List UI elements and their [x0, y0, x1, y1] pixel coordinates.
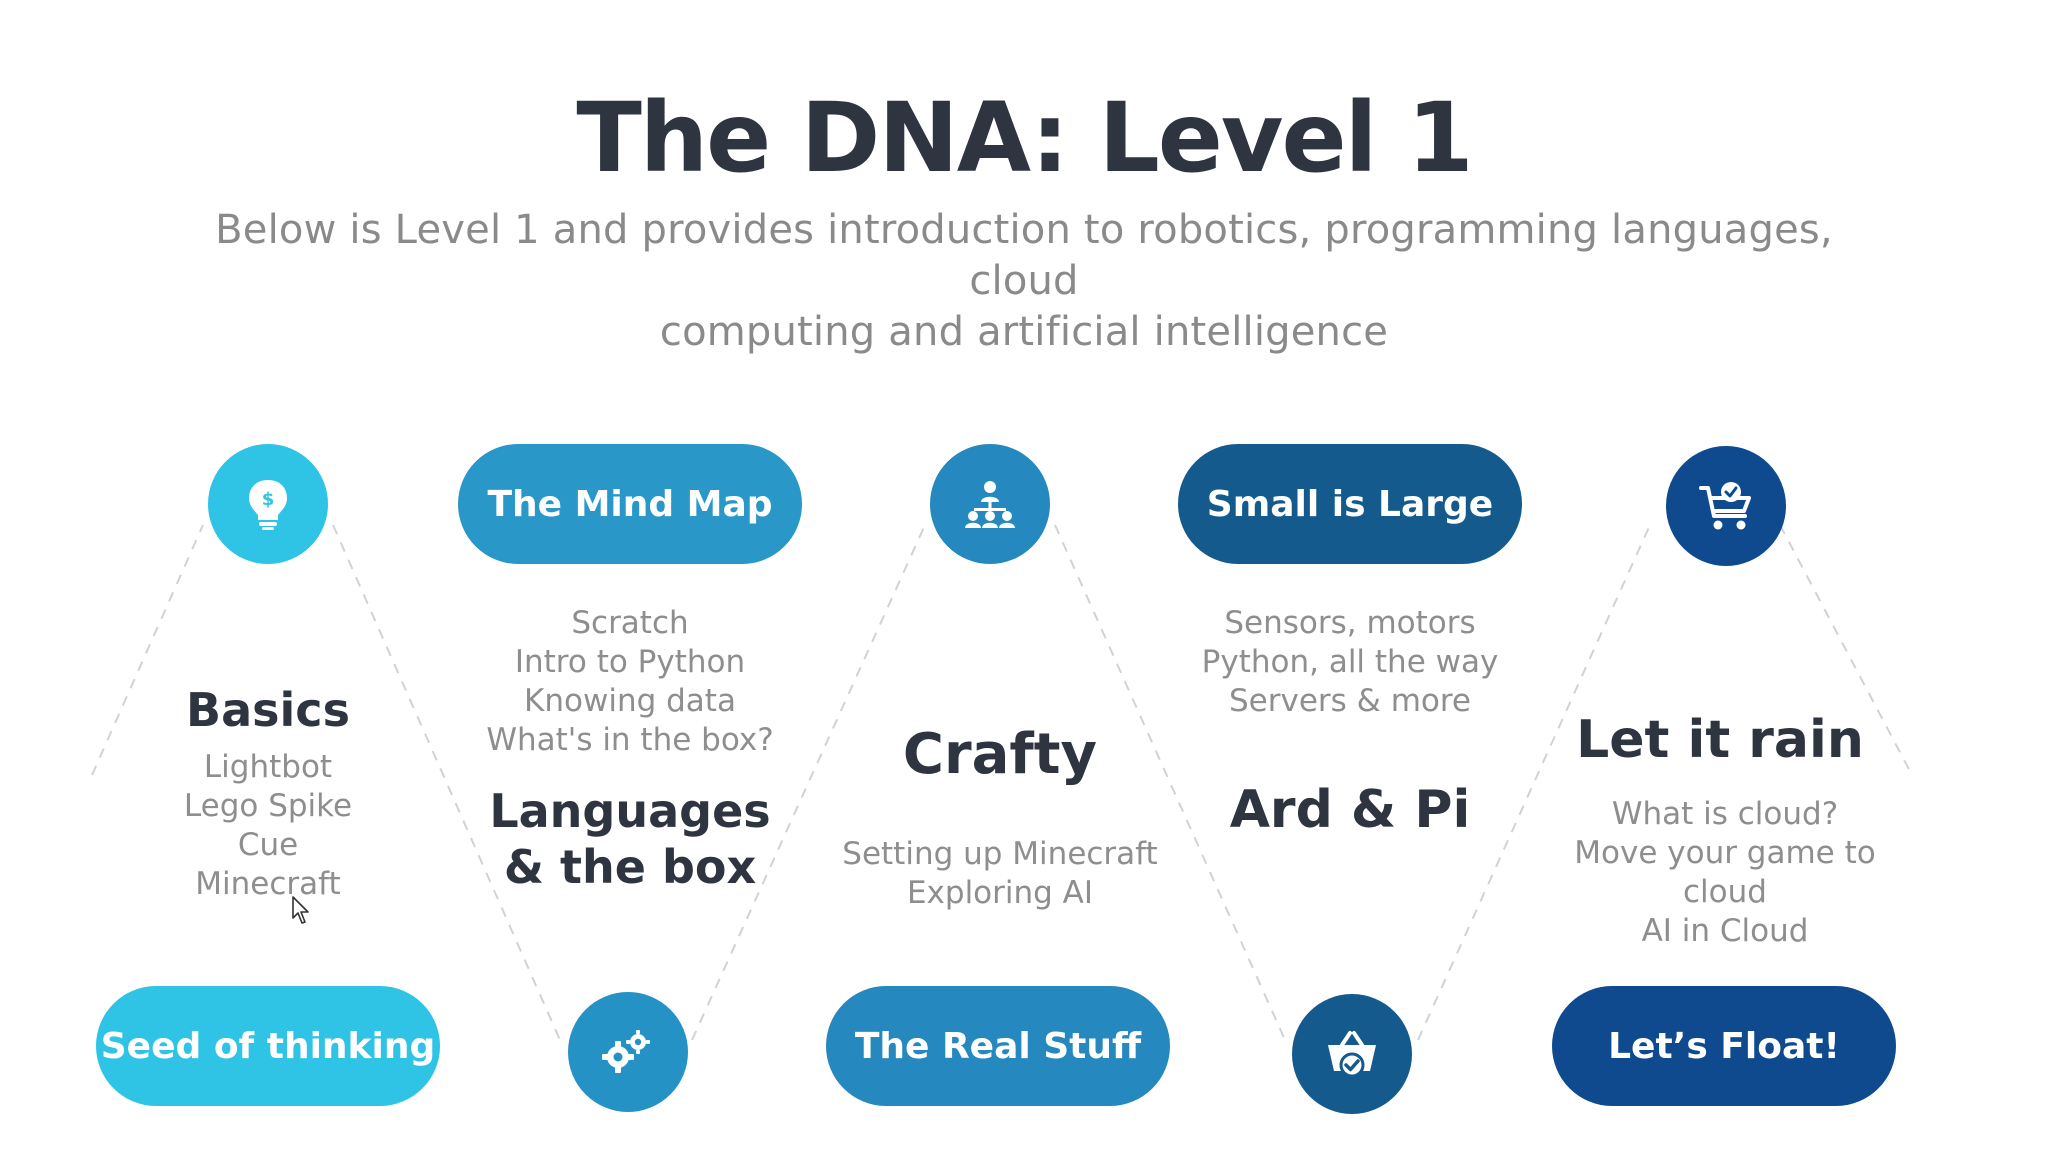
cart-check-icon	[1699, 482, 1751, 530]
list-item: Cue	[237, 827, 299, 863]
list-item: Knowing data	[524, 683, 736, 719]
stage-4-icon-circle	[1292, 994, 1412, 1114]
stage-3-icon-circle	[930, 444, 1050, 564]
gears-icon	[602, 1030, 650, 1073]
list-item: Servers & more	[1229, 683, 1471, 719]
stage-2-topics: Scratch Intro to Python Knowing data Wha…	[460, 604, 800, 760]
stage-5-icon-circle	[1666, 446, 1786, 566]
heading-line-1: Languages	[489, 784, 771, 838]
stage-1-heading: Basics	[186, 683, 350, 737]
subtitle-line-2: computing and artificial intelligence	[659, 309, 1389, 355]
stage-3-heading: Crafty	[902, 722, 1098, 787]
slide-subtitle: Below is Level 1 and provides introducti…	[200, 205, 1848, 358]
list-item: cloud	[1683, 874, 1767, 910]
list-item: Python, all the way	[1201, 644, 1499, 680]
stage-4-topics: Sensors, motors Python, all the way Serv…	[1175, 604, 1525, 721]
list-item: What is cloud?	[1611, 796, 1839, 832]
list-item: Setting up Minecraft	[842, 836, 1158, 872]
stage-2-heading: Languages & the box	[460, 783, 800, 895]
stage-3-topics: Setting up Minecraft Exploring AI	[820, 835, 1180, 913]
org-chart-icon	[965, 481, 1015, 528]
slide-title: The DNA: Level 1	[576, 82, 1473, 194]
list-item: What's in the box?	[486, 722, 774, 758]
list-item: AI in Cloud	[1641, 913, 1809, 949]
pill-lets-float[interactable]: Let’s Float!	[1552, 986, 1896, 1106]
list-item: Scratch	[571, 605, 689, 641]
pill-small-is-large[interactable]: Small is Large	[1178, 444, 1522, 564]
stage-1-topics: Lightbot Lego Spike Cue Minecraft	[118, 748, 418, 904]
list-item: Move your game to	[1574, 835, 1876, 871]
pill-the-mind-map[interactable]: The Mind Map	[458, 444, 802, 564]
subtitle-line-1: Below is Level 1 and provides introducti…	[215, 207, 1833, 304]
list-item: Lego Spike	[183, 788, 353, 824]
stage-2-icon-circle	[568, 992, 688, 1112]
stage-4-heading: Ard & Pi	[1229, 780, 1471, 840]
list-item: Sensors, motors	[1224, 605, 1476, 641]
pill-seed-of-thinking[interactable]: Seed of thinking	[96, 986, 440, 1106]
stage-1-icon-circle: $	[208, 444, 328, 564]
list-item: Exploring AI	[906, 875, 1094, 911]
svg-text:$: $	[262, 489, 275, 510]
mouse-pointer-icon	[292, 896, 309, 924]
list-item: Minecraft	[195, 866, 341, 902]
heading-line-2: & the box	[503, 840, 757, 894]
pill-the-real-stuff[interactable]: The Real Stuff	[826, 986, 1170, 1106]
list-item: Lightbot	[203, 749, 333, 785]
list-item: Intro to Python	[514, 644, 746, 680]
stage-5-heading: Let it rain	[1576, 710, 1864, 770]
stage-5-topics: What is cloud? Move your game to cloud A…	[1560, 795, 1890, 951]
lightbulb-dollar-icon: $	[249, 480, 287, 530]
basket-check-icon	[1328, 1031, 1376, 1078]
